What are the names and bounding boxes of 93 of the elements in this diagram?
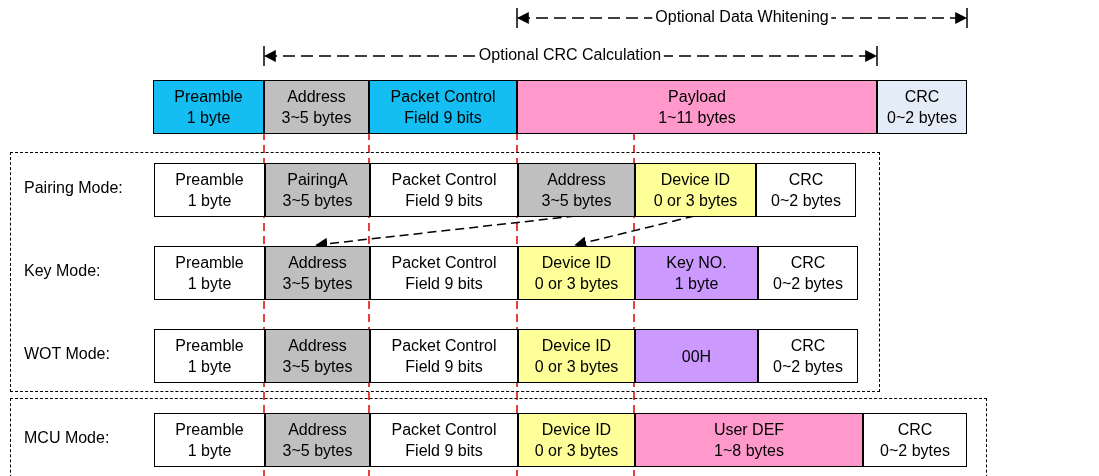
field-name: PairingA	[287, 170, 348, 190]
field-name: CRC	[897, 420, 933, 440]
field-size: 3~5 bytes	[282, 441, 353, 461]
field-name: Preamble	[175, 420, 244, 440]
field-box	[518, 246, 635, 300]
field-size: Field 9 bits	[405, 274, 483, 294]
field-name: Address	[288, 420, 347, 440]
field-size: 1 byte	[187, 274, 232, 294]
field-name: User DEF	[713, 420, 785, 440]
field-box	[517, 80, 877, 134]
field-name: Device ID	[541, 336, 612, 356]
field-box	[635, 246, 758, 300]
field-name: Device ID	[541, 253, 612, 273]
field-size: 1~8 bytes	[714, 441, 784, 461]
field-box	[154, 163, 265, 217]
field-name: CRC	[790, 336, 826, 356]
field-size: Field 9 bits	[405, 357, 483, 377]
field-box	[154, 329, 265, 383]
row-label: MCU Mode:	[24, 429, 110, 447]
field-size: 3~5 bytes	[541, 191, 612, 211]
field-name: Address	[288, 253, 347, 273]
field-name: Payload	[668, 87, 726, 107]
field-box	[635, 329, 758, 383]
field-name: CRC	[788, 170, 824, 190]
field-size: 1 byte	[187, 357, 232, 377]
field-box	[370, 163, 518, 217]
field-box	[756, 163, 856, 217]
field-size: 0~2 bytes	[773, 357, 843, 377]
field-box	[154, 413, 265, 467]
field-box	[265, 246, 370, 300]
group-frame	[10, 398, 987, 476]
field-size: 0~2 bytes	[771, 191, 841, 211]
field-box	[877, 80, 967, 134]
row-label: Key Mode:	[24, 262, 101, 280]
field-size: Field 9 bits	[405, 441, 483, 461]
field-name: Device ID	[660, 170, 731, 190]
field-box	[863, 413, 967, 467]
field-name: Address	[287, 87, 346, 107]
field-size: 3~5 bytes	[282, 357, 353, 377]
field-box	[265, 413, 370, 467]
field-box	[518, 163, 635, 217]
field-size: Field 9 bits	[405, 191, 483, 211]
field-size: 0 or 3 bytes	[534, 357, 619, 377]
field-box	[518, 329, 635, 383]
field-name: Packet Control	[390, 87, 496, 107]
dimension-label: Optional Data Whitening	[652, 8, 832, 26]
field-box	[153, 80, 264, 134]
field-size: 1 byte	[186, 108, 231, 128]
field-box	[518, 413, 635, 467]
field-size: 0 or 3 bytes	[534, 441, 619, 461]
field-box	[370, 413, 518, 467]
field-size: 1 byte	[187, 191, 232, 211]
field-box	[370, 329, 518, 383]
field-size: 0~2 bytes	[887, 108, 957, 128]
field-name: Address	[547, 170, 606, 190]
field-box	[265, 329, 370, 383]
field-name: 00H	[681, 346, 712, 367]
field-size: 1 byte	[674, 274, 719, 294]
field-name: CRC	[904, 87, 940, 107]
field-size: 0~2 bytes	[773, 274, 843, 294]
field-size: 3~5 bytes	[281, 108, 352, 128]
field-size: 1~11 bytes	[658, 108, 736, 128]
field-size: 1 byte	[187, 441, 232, 461]
field-name: Packet Control	[391, 253, 497, 273]
row-label: Pairing Mode:	[24, 179, 123, 197]
group-frame	[10, 152, 880, 392]
field-box	[265, 163, 370, 217]
field-size: 3~5 bytes	[282, 274, 353, 294]
field-name: Key NO.	[666, 253, 727, 273]
field-box	[264, 80, 369, 134]
field-name: Packet Control	[391, 170, 497, 190]
field-size: 0 or 3 bytes	[653, 191, 738, 211]
field-box	[758, 246, 858, 300]
row-label: WOT Mode:	[24, 345, 110, 363]
field-box	[635, 163, 756, 217]
field-name: Preamble	[174, 87, 243, 107]
field-size: 0 or 3 bytes	[534, 274, 619, 294]
field-name: Preamble	[175, 336, 244, 356]
field-box	[635, 413, 863, 467]
field-name: Packet Control	[391, 420, 497, 440]
field-name: Device ID	[541, 420, 612, 440]
field-box	[154, 246, 265, 300]
field-name: Packet Control	[391, 336, 497, 356]
field-name: Address	[288, 336, 347, 356]
field-size: 0~2 bytes	[880, 441, 950, 461]
field-size: 3~5 bytes	[282, 191, 353, 211]
field-name: Preamble	[175, 253, 244, 273]
field-box	[369, 80, 517, 134]
field-name: Preamble	[175, 170, 244, 190]
field-name: CRC	[790, 253, 826, 273]
field-box	[370, 246, 518, 300]
field-size: Field 9 bits	[404, 108, 482, 128]
field-box	[758, 329, 858, 383]
